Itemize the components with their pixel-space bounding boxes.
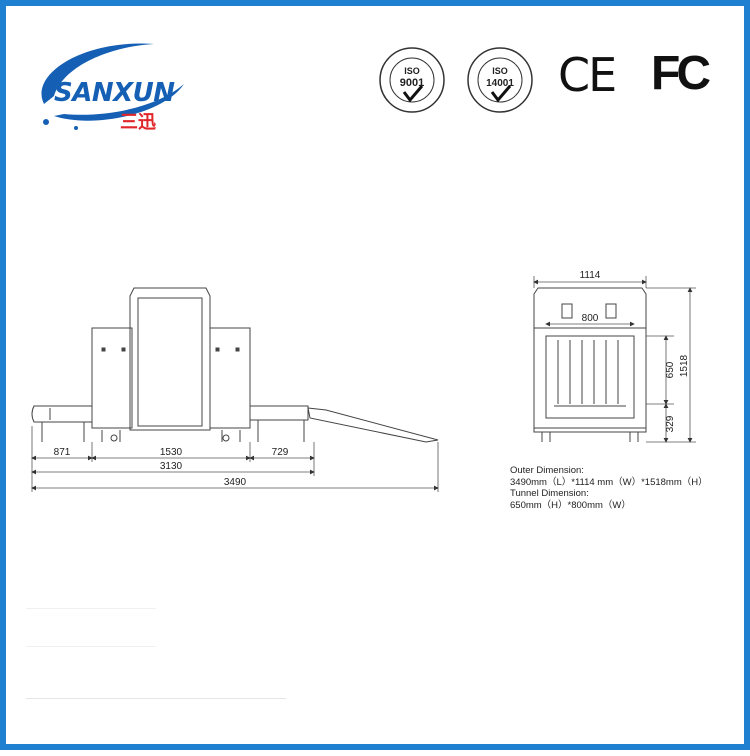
dim-total-height: 1518 bbox=[679, 354, 690, 377]
fcc-mark: FC bbox=[651, 47, 711, 100]
certification-marks: ISO 9001 ISO 14001 CE FC bbox=[378, 42, 728, 122]
dim-tunnel-width: 800 bbox=[582, 313, 599, 324]
svg-text:ISO: ISO bbox=[492, 66, 508, 76]
logo-text: SANXUN bbox=[54, 78, 175, 108]
dim-tunnel-height: 650 bbox=[665, 361, 676, 378]
ce-mark: CE bbox=[558, 48, 617, 102]
dim-outfeed: 729 bbox=[272, 447, 289, 458]
dim-body: 1530 bbox=[160, 447, 183, 458]
faint-line bbox=[26, 698, 286, 699]
front-view-machine bbox=[533, 287, 647, 442]
side-view-machine bbox=[31, 287, 439, 443]
faint-line bbox=[26, 608, 156, 609]
svg-text:9001: 9001 bbox=[400, 77, 424, 89]
side-view-dimension-lines bbox=[31, 426, 439, 492]
dim-length-no-ramp: 3130 bbox=[160, 461, 183, 472]
faint-line bbox=[26, 646, 156, 647]
tunnel-dimension-value: 650mm（H）*800mm（W） bbox=[510, 499, 631, 511]
dim-width: 1114 bbox=[580, 270, 601, 281]
dim-conveyor-height: 329 bbox=[665, 415, 676, 432]
dim-infeed: 871 bbox=[54, 447, 71, 458]
svg-text:14001: 14001 bbox=[486, 78, 514, 89]
iso-14001-seal-icon: ISO 14001 bbox=[467, 47, 533, 113]
sanxun-logo: SANXUN 三迅 bbox=[24, 34, 194, 134]
outer-dimension-value: 3490mm（L）*1114 mm（W）*1518mm（H） bbox=[510, 476, 708, 488]
svg-text:ISO: ISO bbox=[404, 66, 420, 76]
front-view-dimension-lines bbox=[533, 276, 696, 443]
logo-swoosh-icon bbox=[41, 43, 184, 130]
outer-dimension-label: Outer Dimension: bbox=[510, 465, 584, 476]
dim-total-length: 3490 bbox=[224, 477, 247, 488]
dimension-drawing: 871 1530 729 3130 3490 bbox=[31, 270, 696, 492]
tunnel-dimension-label: Tunnel Dimension: bbox=[510, 488, 589, 499]
dimension-spec: Outer Dimension: 3490mm（L）*1114 mm（W）*15… bbox=[510, 465, 750, 511]
iso-9001-seal-icon: ISO 9001 bbox=[379, 47, 445, 113]
logo-chinese-text: 三迅 bbox=[120, 112, 156, 133]
